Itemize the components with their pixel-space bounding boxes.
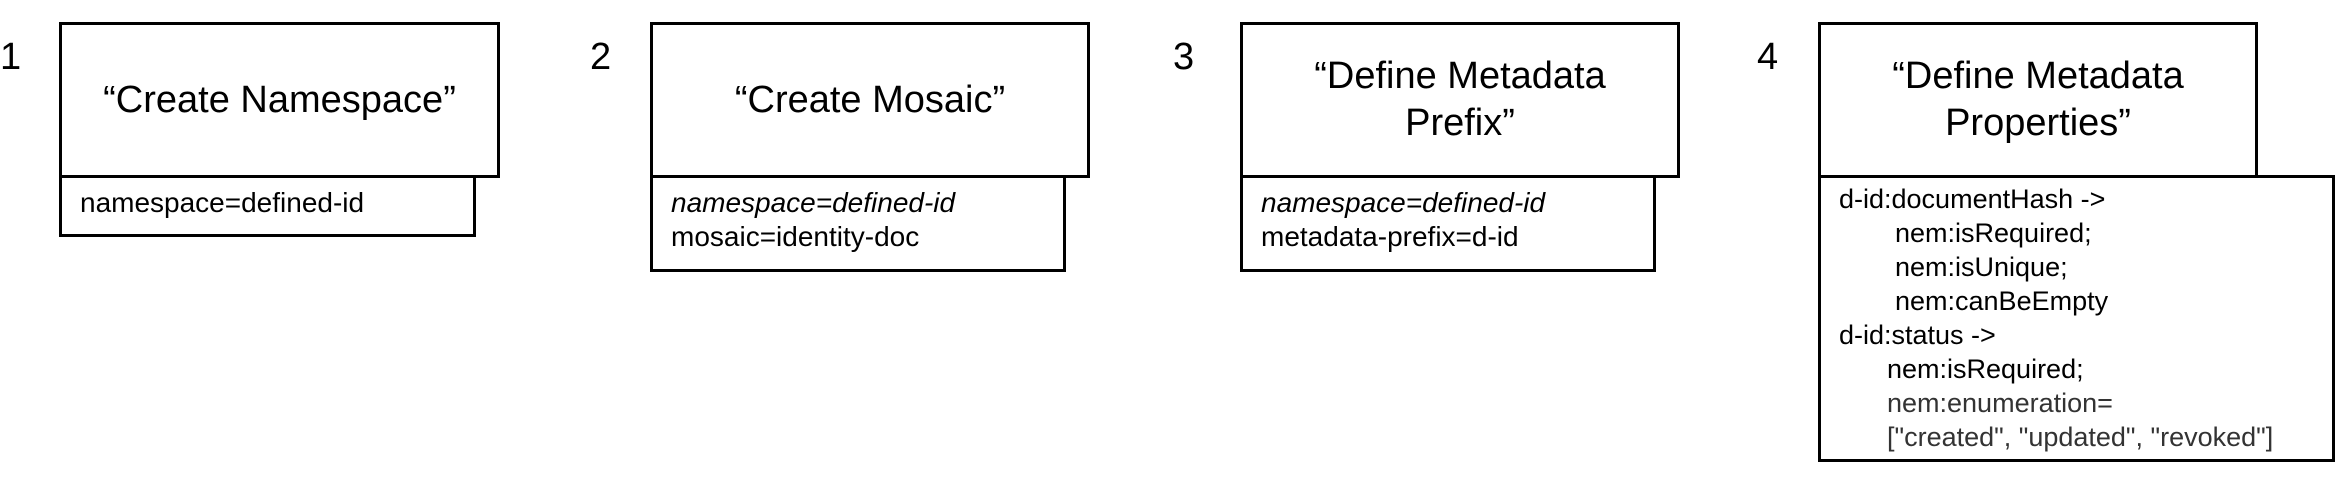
step-3-details-box: namespace=defined-id metadata-prefix=d-i… — [1240, 175, 1656, 272]
step-1-title: “Create Namespace” — [103, 78, 456, 121]
step-4-properties-box: d-id:documentHash -> nem:isRequired; nem… — [1818, 175, 2335, 462]
step-number-1: 1 — [0, 36, 22, 78]
step-number-4: 4 — [1757, 36, 1779, 78]
enumeration-values: ["created", "updated", "revoked"] — [1887, 422, 2274, 452]
step-3-title-box: “Define Metadata Prefix” — [1240, 22, 1680, 178]
step-4-title: “Define Metadata Properties” — [1892, 53, 2184, 147]
step-3-detail-line: namespace=defined-id — [1261, 187, 1546, 218]
property-name: d-id:documentHash -> — [1839, 184, 2106, 214]
step-2-title-box: “Create Mosaic” — [650, 22, 1090, 178]
step-number-2: 2 — [590, 36, 612, 78]
property-constraint: nem:enumeration= — [1887, 388, 2113, 418]
step-2-detail-line: mosaic=identity-doc — [671, 221, 920, 252]
property-constraint: nem:isRequired; — [1887, 354, 2084, 384]
step-1-detail-line: namespace=defined-id — [80, 187, 365, 218]
step-1-details-box: namespace=defined-id — [59, 175, 476, 237]
step-3-title-line: “Define Metadata — [1314, 55, 1606, 97]
property-constraint: nem:canBeEmpty — [1895, 286, 2109, 316]
step-1-title-box: “Create Namespace” — [59, 22, 500, 178]
step-2-title: “Create Mosaic” — [734, 78, 1006, 121]
property-constraint: nem:isRequired; — [1895, 218, 2092, 248]
step-3-title: “Define Metadata Prefix” — [1314, 53, 1606, 147]
step-3-detail-line: metadata-prefix=d-id — [1261, 221, 1519, 252]
step-number-3: 3 — [1173, 36, 1195, 78]
step-4-title-box: “Define Metadata Properties” — [1818, 22, 2258, 178]
step-4-title-line: Properties” — [1945, 102, 2131, 144]
step-2-detail-line: namespace=defined-id — [671, 187, 956, 218]
property-constraint: nem:isUnique; — [1895, 252, 2068, 282]
step-3-title-line: Prefix” — [1405, 102, 1515, 144]
property-name: d-id:status -> — [1839, 320, 1996, 350]
step-4-title-line: “Define Metadata — [1892, 55, 2184, 97]
step-2-details-box: namespace=defined-id mosaic=identity-doc — [650, 175, 1066, 272]
